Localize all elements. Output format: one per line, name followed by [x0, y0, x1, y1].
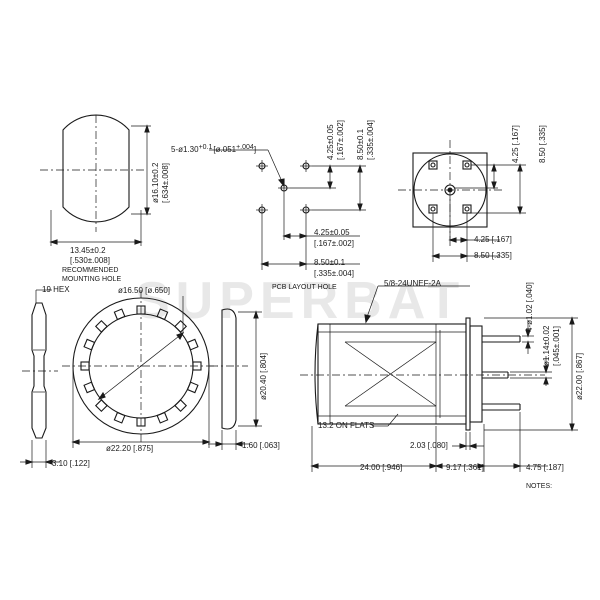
dim-flange-h2: 8.50 [.335] — [474, 251, 512, 260]
washer-tooth — [94, 319, 108, 333]
washer-tooth — [83, 381, 96, 394]
washer-tooth — [83, 338, 96, 351]
connector-side-view: 5/8-24UNEF-2A 13.2 ON FLATS 4-ø1.02 [.04… — [300, 279, 584, 490]
connector-body — [317, 323, 467, 425]
hex-nut-outline — [31, 302, 47, 439]
pcb-hole-5 — [300, 160, 312, 172]
dim-washer-thick: 1.60 [.063] — [242, 441, 280, 450]
mounting-hole-label: MOUNTING HOLE — [62, 276, 121, 283]
body-cross-2 — [344, 341, 437, 407]
washer-side-view: ø20.40 [.804] 1.60 [.063] — [208, 308, 280, 450]
dim-pin-center: ø1.14±0.02 — [542, 325, 551, 366]
dim-pcb-h1-in: [.167±.002] — [314, 239, 354, 248]
pcb-layout-label: PCB LAYOUT HOLE — [272, 284, 337, 291]
hex-nut-view: 19 HEX 3.10 [.122] — [20, 285, 90, 468]
dim-flange-v2: 8.50 [.335] — [538, 125, 547, 163]
dim-pcb-v1: 4.25±0.05 — [326, 124, 335, 160]
dim-hole-height-in: [.634±.008] — [161, 163, 170, 203]
notes-label: NOTES: — [526, 483, 552, 490]
dim-pcb-v1-in: [.167±.002] — [336, 120, 345, 160]
washer-tooth — [186, 338, 199, 351]
recommended-label: RECOMMENDED — [62, 267, 118, 274]
watermark: SUPERBAT — [135, 272, 465, 330]
washer-tooth — [113, 308, 126, 321]
thread-label: 5/8-24UNEF-2A — [384, 279, 442, 288]
dim-hole-height: ø16.10±0.2 — [151, 162, 160, 203]
dim-pcb-h1: 4.25±0.05 — [314, 228, 350, 237]
mounting-hole-outline — [62, 114, 130, 223]
pcb-hole-3 — [300, 204, 312, 216]
dim-hole-width: 13.45±0.2 — [70, 246, 106, 255]
dim-flange-len: 9.17 [.361] — [446, 463, 484, 472]
washer-side-outline — [221, 308, 237, 430]
dim-pin-center-in: [.045±.001] — [552, 326, 561, 366]
hex-label: 19 HEX — [42, 285, 70, 294]
dim-pin-ext: 4.75 [.187] — [526, 463, 564, 472]
lock-washer-view: ø16.50 [ø.650] ø22.20 [.875] — [62, 286, 218, 453]
dim-pcb-v2-in: [.335±.004] — [366, 120, 375, 160]
connector-flange — [469, 325, 483, 423]
flats-label: 13.2 ON FLATS — [318, 421, 374, 430]
washer-tooth — [174, 399, 188, 413]
dim-flange-h1: 4.25 [.167] — [474, 235, 512, 244]
center-pin — [444, 184, 456, 196]
flange-end-view: 4.25 [.167] 8.50 [.335] 4.25 [.167] 8.50… — [398, 125, 547, 262]
washer-tooth — [156, 308, 169, 321]
dim-washer-height: ø20.40 [.804] — [259, 353, 268, 400]
dim-flange-thick: 2.03 [.080] — [410, 441, 448, 450]
dim-pcb-holes: 5-ø1.30+0.1[ø.051+.004] — [171, 144, 256, 154]
washer-tooth — [113, 411, 126, 424]
dim-flange-v1: 4.25 [.167] — [511, 125, 520, 163]
washer-tooth — [186, 381, 199, 394]
dim-washer-id: ø16.50 [ø.650] — [118, 286, 170, 295]
dim-pcb-h2: 8.50±0.1 — [314, 258, 346, 267]
flange-pin-1 — [428, 160, 438, 170]
dim-washer-od: ø22.20 [.875] — [106, 444, 153, 453]
dim-body-dia: ø22.00 [.867] — [575, 353, 584, 400]
pcb-hole-4 — [256, 160, 268, 172]
dim-hole-width-in: [.530±.008] — [70, 256, 110, 265]
mounting-hole-view: ø16.10±0.2 [.634±.008] 13.45±0.2 [.530±.… — [40, 114, 170, 283]
dim-line-washer-id — [98, 332, 184, 400]
dim-hex-thick: 3.10 [.122] — [52, 459, 90, 468]
pcb-layout-view: 5-ø1.30+0.1[ø.051+.004] 4.25±0.05 [.167±… — [171, 120, 375, 291]
dim-pcb-h2-in: [.335±.004] — [314, 269, 354, 278]
dim-pcb-v2: 8.50±0.1 — [356, 128, 365, 160]
washer-tooth — [94, 399, 108, 413]
washer-teeth — [80, 305, 202, 427]
washer-tooth — [156, 411, 169, 424]
dim-pin-len: 4-ø1.02 [.040] — [525, 282, 534, 332]
washer-tooth — [174, 319, 188, 333]
pcb-hole-2 — [256, 204, 268, 216]
dim-body-len: 24.00 [.946] — [360, 463, 402, 472]
